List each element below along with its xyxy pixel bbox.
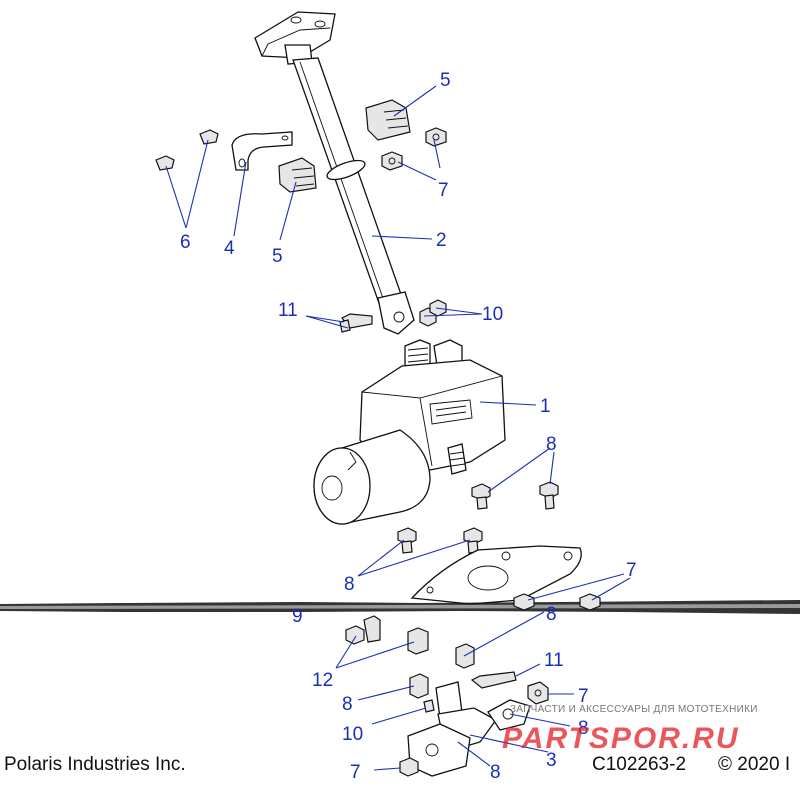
leader-lines bbox=[165, 85, 631, 771]
callout-part-8-plate: 8 bbox=[344, 574, 355, 595]
callout-part-5-lower: 5 bbox=[272, 246, 283, 267]
callout-part-8-mid: 8 bbox=[546, 604, 557, 625]
watermark-logo: PARTSPOR.RU bbox=[502, 722, 740, 755]
callout-part-8-right: 8 bbox=[578, 718, 589, 739]
callout-part-11-lower: 11 bbox=[544, 650, 564, 671]
callout-part-11-upper: 11 bbox=[278, 300, 298, 321]
callout-part-12: 12 bbox=[312, 670, 333, 691]
svg-text:PARTSPOR.RU: PARTSPOR.RU bbox=[502, 722, 740, 755]
top-fasteners-illustration bbox=[155, 127, 447, 171]
callout-part-3: 3 bbox=[546, 750, 557, 771]
callout-part-7-bottom: 7 bbox=[350, 762, 361, 783]
column-clamp-illustration bbox=[231, 131, 293, 171]
watermark-tagline: ЗАПЧАСТИ И АКСЕССУАРЫ ДЛЯ МОТОТЕХНИКИ bbox=[510, 704, 758, 715]
callout-part-8-eps: 8 bbox=[546, 434, 557, 455]
callout-part-6: 6 bbox=[180, 232, 191, 253]
mounting-plate-illustration bbox=[410, 545, 582, 605]
callout-part-9: 9 bbox=[292, 606, 303, 627]
eps-mount-bolts-illustration bbox=[397, 481, 559, 554]
scan-artifact-band bbox=[0, 600, 800, 614]
callout-part-7-right: 7 bbox=[578, 686, 589, 707]
callout-part-8-left: 8 bbox=[342, 694, 353, 715]
bushing-lower-illustration bbox=[278, 157, 317, 193]
steering-column-illustration bbox=[254, 11, 415, 335]
callout-part-5-upper: 5 bbox=[440, 70, 451, 91]
yoke-bolts-illustration bbox=[339, 299, 447, 333]
manufacturer-name: Polaris Industries Inc. bbox=[4, 754, 186, 775]
callout-part-2: 2 bbox=[436, 230, 447, 251]
copyright-notice: © 2020 I bbox=[718, 754, 791, 775]
bushing-upper-illustration bbox=[365, 99, 411, 141]
diagram-code: C102263-2 bbox=[592, 754, 687, 775]
callout-part-7-plate: 7 bbox=[626, 560, 637, 581]
callout-part-4: 4 bbox=[224, 238, 235, 259]
callout-part-8-bottom: 8 bbox=[490, 762, 501, 783]
callout-part-1: 1 bbox=[540, 396, 551, 417]
callout-labels: 1 2 3 4 5 5 6 7 7 7 7 8 8 8 8 8 8 9 10 1… bbox=[180, 70, 637, 783]
callout-part-10-lower: 10 bbox=[342, 724, 363, 745]
callout-part-7-top: 7 bbox=[438, 180, 449, 201]
power-steering-unit-illustration bbox=[313, 339, 506, 525]
callout-part-10-upper: 10 bbox=[482, 304, 503, 325]
